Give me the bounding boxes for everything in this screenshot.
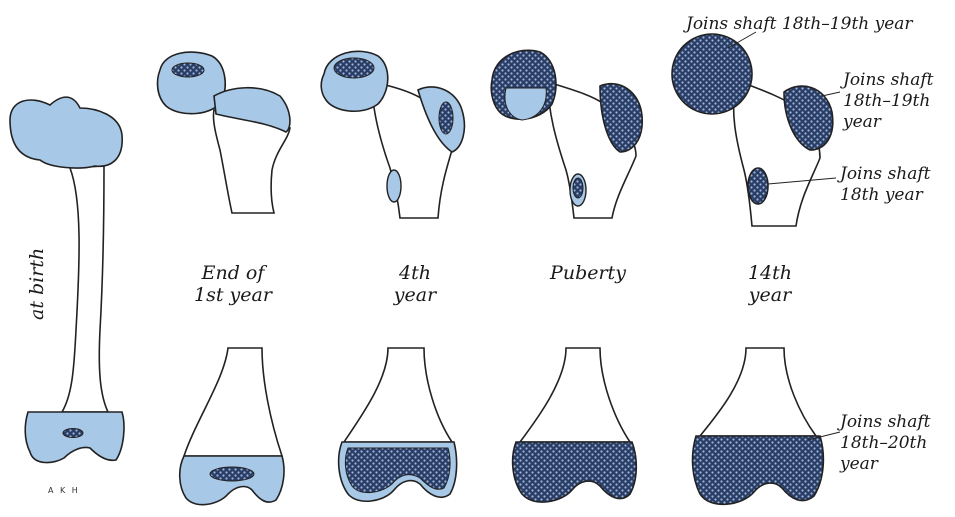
artist-signature: A K H (48, 486, 80, 495)
annotation-lesser-trochanter: Joins shaft 18th year (840, 164, 931, 206)
label-stage-3-line1: Puberty (538, 262, 638, 284)
annotation-distal: Joins shaft 18th–20th year (840, 412, 931, 475)
annotation-distal-line3: year (840, 454, 931, 475)
stage-2-distal-shaft (344, 348, 452, 442)
label-stage-4-line2: year (735, 284, 805, 306)
stage-2-distal (339, 348, 457, 501)
distal-ossific-nucleus-at-birth (63, 429, 83, 438)
label-at-birth: at birth (26, 170, 48, 320)
label-stage-1-line1: End of (188, 262, 278, 284)
stage-2-trochanter-nucleus (439, 102, 453, 134)
label-stage-3: Puberty (538, 262, 638, 284)
label-stage-4: 14th year (735, 262, 805, 306)
annotation-head: Joins shaft 18th–19th year (686, 14, 913, 35)
stage-4-proximal (672, 34, 833, 226)
label-stage-4-line1: 14th (735, 262, 805, 284)
stage-3-proximal (491, 50, 642, 218)
leader-greater-trochanter (822, 92, 840, 96)
proximal-cartilage-at-birth (10, 97, 122, 168)
stage-4-head (672, 34, 752, 114)
stage-1-head-nucleus (172, 63, 204, 77)
annotation-greater-trochanter-line3: year (843, 112, 934, 133)
annotation-distal-line1: Joins shaft (840, 412, 931, 433)
stage-3-lesser-nucleus (573, 178, 583, 198)
annotation-lesser-trochanter-line2: 18th year (840, 185, 931, 206)
annotation-greater-trochanter-line2: 18th–19th (843, 91, 934, 112)
stage-4-distal-shaft (700, 348, 816, 436)
stage-3-distal-shaft (520, 348, 630, 442)
stage-2-head-nucleus (334, 58, 374, 78)
label-stage-1: End of 1st year (188, 262, 278, 306)
stage-3-distal-epiphysis (513, 442, 637, 502)
annotation-distal-line2: 18th–20th (840, 433, 931, 454)
annotation-lesser-trochanter-line1: Joins shaft (840, 164, 931, 185)
stage-1-proximal (158, 52, 290, 213)
stage-2-proximal (321, 51, 464, 218)
stage-4-distal (693, 348, 824, 504)
stage-1-distal (180, 348, 284, 505)
label-stage-2: 4th year (380, 262, 450, 306)
stage-4-distal-epiphysis (693, 436, 824, 504)
stage-2-lesser-cartilage (387, 170, 401, 202)
label-stage-2-line2: year (380, 284, 450, 306)
annotation-greater-trochanter-line1: Joins shaft (843, 70, 934, 91)
stage-3-distal (513, 348, 637, 502)
label-stage-1-line2: 1st year (188, 284, 278, 306)
label-stage-2-line1: 4th (380, 262, 450, 284)
annotation-greater-trochanter: Joins shaft 18th–19th year (843, 70, 934, 133)
femur-shaft-at-birth (62, 166, 108, 412)
stage-1-distal-shaft (184, 348, 282, 456)
stage-4-lesser-trochanter (748, 168, 768, 204)
stage-1-distal-nucleus (210, 467, 254, 481)
